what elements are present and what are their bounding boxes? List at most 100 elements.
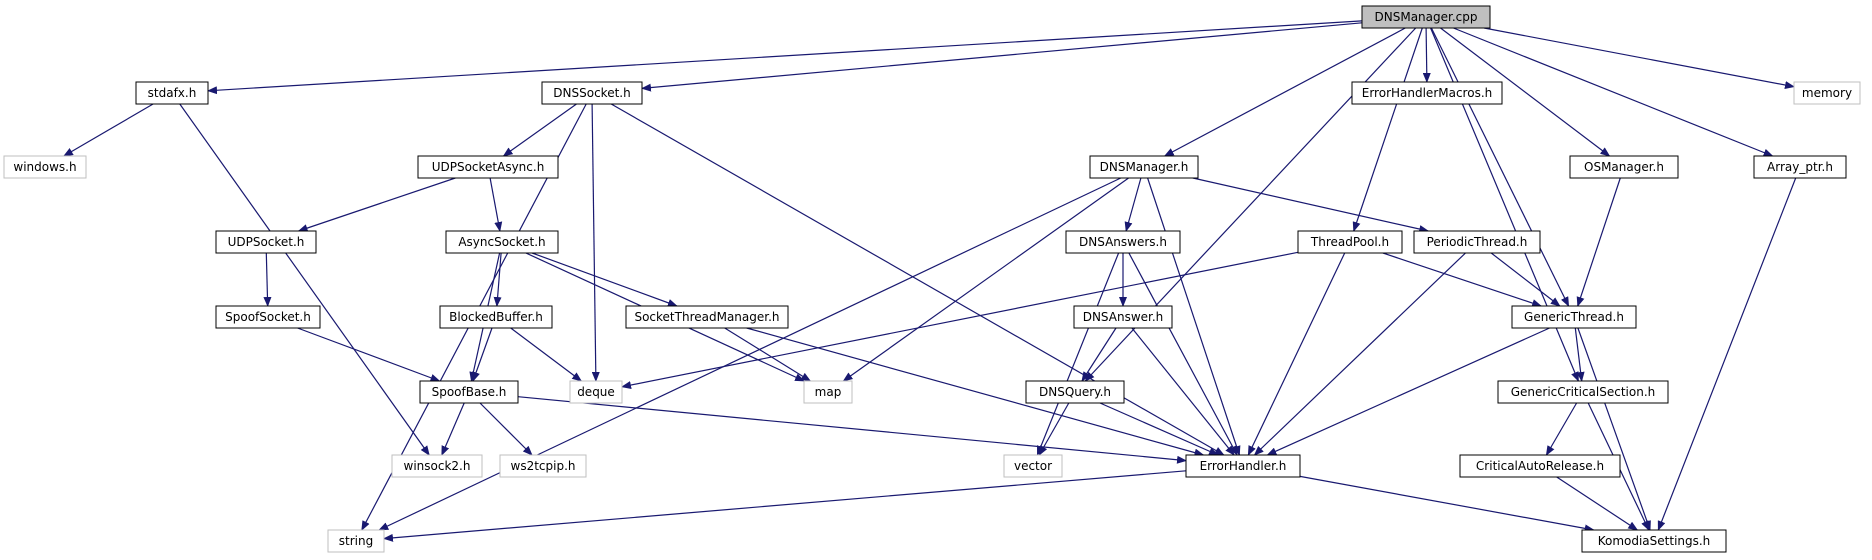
edge-ErrorHandler_h-to-KomodiaSettings_h [1299, 475, 1595, 533]
node-label: DNSAnswers.h [1079, 235, 1167, 249]
node-label: DNSAnswer.h [1083, 310, 1164, 324]
node-dnsmanager-cpp[interactable]: DNSManager.cpp [1361, 5, 1491, 29]
node-box [1073, 305, 1173, 329]
edge-SocketThreadManager_h-to-map [724, 327, 812, 382]
node-array-ptr-h[interactable]: Array_ptr.h [1753, 155, 1847, 179]
node-label: DNSManager.cpp [1375, 10, 1478, 24]
edge-BlockedBuffer_h-to-SpoofBase_h [472, 327, 493, 382]
node-label: ws2tcpip.h [511, 459, 576, 473]
node-label: ErrorHandlerMacros.h [1362, 86, 1493, 100]
node-periodicthread-h[interactable]: PeriodicThread.h [1413, 230, 1541, 254]
edge-DNSAnswers_h-to-vector [1036, 252, 1120, 456]
edge-DNSSocket_h-to-UDPSocketAsync_h [502, 103, 577, 157]
node-label: DNSSocket.h [553, 86, 630, 100]
node-label: SocketThreadManager.h [634, 310, 779, 324]
node-spoofbase-h[interactable]: SpoofBase.h [419, 380, 519, 404]
node-box [625, 305, 789, 329]
node-label: GenericCriticalSection.h [1511, 385, 1656, 399]
node-label: vector [1014, 459, 1052, 473]
node-vector[interactable]: vector [1003, 454, 1063, 478]
node-box [1351, 81, 1503, 105]
edge-DNSSocket_h-to-deque [591, 103, 600, 382]
edge-ThreadPool_h-to-GenericThread_h [1382, 252, 1543, 307]
node-box [1413, 230, 1541, 254]
node-box [391, 454, 483, 478]
node-memory[interactable]: memory [1793, 81, 1861, 105]
edge-Array_ptr_h-to-KomodiaSettings_h [1657, 177, 1797, 531]
node-errorhandler-h[interactable]: ErrorHandler.h [1185, 454, 1301, 478]
node-dnsmanager-h[interactable]: DNSManager.h [1089, 155, 1199, 179]
node-ws2tcpip-h[interactable]: ws2tcpip.h [499, 454, 587, 478]
node-label: DNSQuery.h [1039, 385, 1111, 399]
node-label: windows.h [13, 160, 76, 174]
edge-ErrorHandler_h-to-string [383, 470, 1187, 542]
node-deque[interactable]: deque [569, 380, 623, 404]
node-label: CriticalAutoRelease.h [1476, 459, 1604, 473]
edge-AsyncSocket_h-to-SocketThreadManager_h [531, 252, 678, 307]
node-genericthread-h[interactable]: GenericThread.h [1511, 305, 1637, 329]
edge-ThreadPool_h-to-deque [621, 251, 1299, 389]
node-label: AsyncSocket.h [458, 235, 545, 249]
node-box [419, 380, 519, 404]
node-dnsquery-h[interactable]: DNSQuery.h [1025, 380, 1125, 404]
edge-DNSManager_h-to-map [842, 177, 1129, 382]
node-dnsanswer-h[interactable]: DNSAnswer.h [1073, 305, 1173, 329]
edge-GenericThread_h-to-GenericCriticalSection_h [1574, 327, 1585, 382]
node-threadpool-h[interactable]: ThreadPool.h [1297, 230, 1403, 254]
edge-DNSManager_cpp-to-DNSSocket_h [641, 22, 1363, 92]
node-spoofsocket-h[interactable]: SpoofSocket.h [215, 305, 321, 329]
node-box [541, 81, 643, 105]
node-blockedbuffer-h[interactable]: BlockedBuffer.h [439, 305, 553, 329]
edge-DNSManager_cpp-to-DNSManager_h [1163, 27, 1406, 157]
node-box [1185, 454, 1301, 478]
node-box [327, 529, 385, 553]
node-errorhandlermacros-h[interactable]: ErrorHandlerMacros.h [1351, 81, 1503, 105]
node-criticalautorelease-h[interactable]: CriticalAutoRelease.h [1459, 454, 1621, 478]
node-box [1003, 454, 1063, 478]
node-udpsocket-h[interactable]: UDPSocket.h [215, 230, 317, 254]
node-label: UDPSocketAsync.h [432, 160, 545, 174]
edge-DNSManager_cpp-to-OSManager_h [1440, 27, 1611, 157]
edge-DNSManager_cpp-to-memory [1483, 27, 1795, 89]
node-asyncsocket-h[interactable]: AsyncSocket.h [445, 230, 559, 254]
node-label: GenericThread.h [1524, 310, 1624, 324]
edge-DNSManager_cpp-to-ErrorHandlerMacros_h [1422, 27, 1431, 83]
edge-DNSManager_cpp-to-ThreadPool_h [1352, 27, 1423, 232]
node-label: Array_ptr.h [1767, 160, 1833, 174]
edge-SpoofBase_h-to-winsock2_h [441, 402, 465, 456]
node-box [1581, 529, 1727, 553]
node-komodiasettings-h[interactable]: KomodiaSettings.h [1581, 529, 1727, 553]
node-label: KomodiaSettings.h [1598, 534, 1711, 548]
node-label: ErrorHandler.h [1200, 459, 1287, 473]
edge-UDPSocket_h-to-SpoofSocket_h [263, 252, 272, 307]
node-genericcriticalsection-h[interactable]: GenericCriticalSection.h [1497, 380, 1669, 404]
node-box [1025, 380, 1125, 404]
node-windows-h[interactable]: windows.h [3, 155, 87, 179]
node-winsock2-h[interactable]: winsock2.h [391, 454, 483, 478]
edge-DNSQuery_h-to-vector [1038, 402, 1070, 456]
node-box [1459, 454, 1621, 478]
node-box [1511, 305, 1637, 329]
node-box [417, 155, 559, 179]
node-map[interactable]: map [803, 380, 853, 404]
node-label: PeriodicThread.h [1427, 235, 1528, 249]
edge-BlockedBuffer_h-to-deque [510, 327, 583, 382]
node-dnssocket-h[interactable]: DNSSocket.h [541, 81, 643, 105]
node-box [569, 380, 623, 404]
node-label: UDPSocket.h [228, 235, 305, 249]
node-udpsocketasync-h[interactable]: UDPSocketAsync.h [417, 155, 559, 179]
node-label: BlockedBuffer.h [449, 310, 543, 324]
node-box [1297, 230, 1403, 254]
node-osmanager-h[interactable]: OSManager.h [1569, 155, 1679, 179]
edge-SpoofBase_h-to-ws2tcpip_h [479, 402, 533, 456]
edge-DNSQuery_h-to-ErrorHandler_h [1099, 402, 1219, 456]
node-box [135, 81, 209, 105]
node-string[interactable]: string [327, 529, 385, 553]
node-stdafx-h[interactable]: stdafx.h [135, 81, 209, 105]
node-socketthreadmanager-h[interactable]: SocketThreadManager.h [625, 305, 789, 329]
edge-OSManager_h-to-GenericThread_h [1576, 177, 1621, 307]
edge-DNSAnswer_h-to-ErrorHandler_h [1131, 327, 1235, 456]
node-box [1065, 230, 1181, 254]
node-dnsanswers-h[interactable]: DNSAnswers.h [1065, 230, 1181, 254]
